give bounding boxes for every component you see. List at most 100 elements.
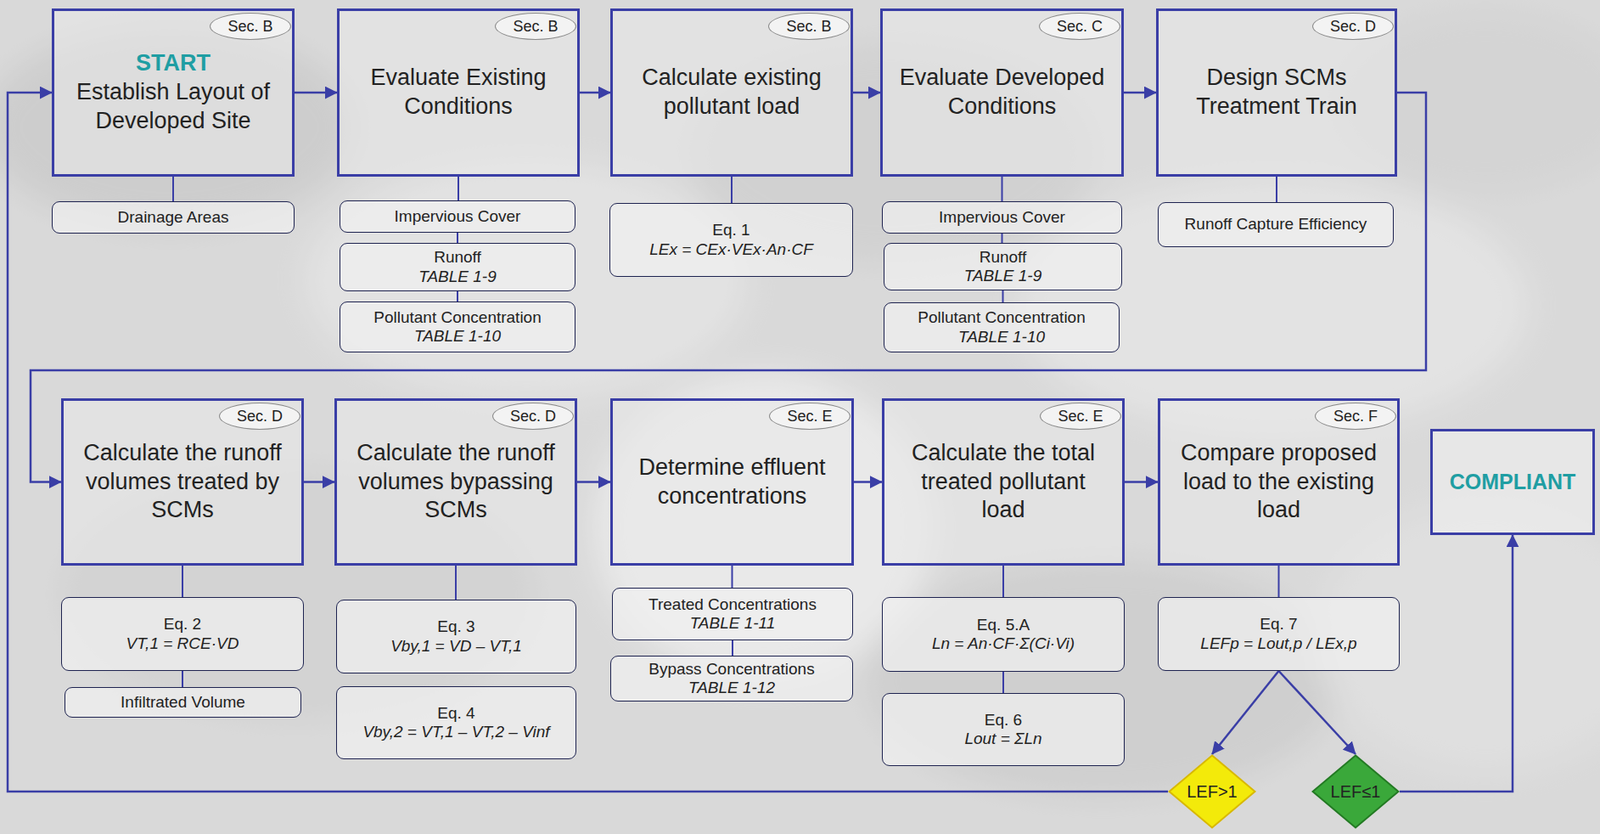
box-text: LEF>1 (1186, 781, 1237, 802)
box-text: Runoff (979, 247, 1028, 267)
box-text: COMPLIANT (1449, 469, 1577, 495)
box-text: VT,1 = RCE·VD (126, 634, 240, 653)
box-text: Sec. D (510, 408, 556, 424)
section-badge: Sec. D (218, 402, 301, 430)
box-text: LEFp = Lout,p / LEx,p (1200, 634, 1357, 653)
box-text: Eq. 7 (1259, 614, 1297, 634)
box-text: Sec. B (227, 18, 273, 34)
detail-box: Eq. 3Vby,1 = VD – VT,1 (336, 599, 577, 674)
leader-connector (181, 670, 184, 687)
box-text: Drainage Areas (117, 207, 230, 227)
box-text: Vby,2 = VT,1 – VT,2 – Vinf (362, 722, 550, 742)
section-badge: Sec. D (492, 402, 574, 430)
detail-box: Runoff Capture Efficiency (1157, 202, 1394, 248)
leader-connector (456, 232, 459, 243)
box-text: TABLE 1-9 (418, 267, 497, 287)
box-text: LEF≤1 (1330, 781, 1382, 802)
detail-box: Eq. 1LEx = CEx·VEx·An·CF (609, 202, 854, 277)
detail-box: RunoffTABLE 1-9 (339, 242, 576, 292)
box-text: Sec. E (786, 408, 832, 424)
leader-connector (454, 565, 457, 600)
flow-arrow (294, 91, 337, 95)
box-text: TABLE 1-12 (688, 678, 775, 697)
box-text: Impervious Cover (938, 207, 1066, 227)
box-text: Ln = An·CF·Σ(Ci·Vi) (931, 634, 1075, 653)
flow-arrow (1124, 480, 1158, 483)
flow-arrow (853, 91, 881, 95)
box-text: Lout = ΣLn (964, 729, 1042, 748)
box-text: Sec. D (1330, 18, 1376, 34)
box-text: Runoff (433, 247, 482, 267)
section-badge: Sec. F (1314, 402, 1397, 430)
leader-connector (1002, 290, 1005, 303)
process-box: Compare proposed load to the existing lo… (1157, 398, 1400, 566)
box-text: Compare proposed load to the existing lo… (1173, 438, 1384, 525)
detail-box: Eq. 5.ALn = An·CF·Σ(Ci·Vi) (881, 596, 1125, 672)
section-badge: Sec. B (494, 12, 577, 40)
box-text: Design SCMs Treatment Train (1172, 63, 1382, 122)
box-text: Sec. C (1056, 18, 1103, 34)
box-text: TABLE 1-9 (964, 266, 1043, 286)
leader-connector (1001, 176, 1004, 202)
process-box: Design SCMs Treatment Train Sec. D (1156, 8, 1398, 177)
process-box: Determine effluent concentrationsSec. E (610, 398, 854, 566)
box-text: TABLE 1-11 (690, 613, 776, 633)
box-text: START (135, 49, 211, 79)
box-text: Treated Concentrations (648, 595, 817, 614)
section-badge: Sec. E (769, 402, 851, 430)
process-box: STARTEstablish Layout of Developed SiteS… (51, 8, 295, 177)
section-badge: Sec. D (1312, 12, 1394, 40)
flow-arrow (579, 91, 611, 95)
box-text: Sec. E (1057, 408, 1103, 424)
process-box: Calculate the runoff volumes bypassing S… (334, 398, 578, 566)
detail-box: Drainage Areas (51, 201, 295, 234)
box-text: Calculate the runoff volumes bypassing S… (350, 438, 562, 525)
box-text: Sec. D (236, 408, 283, 424)
leader-connector (1002, 671, 1005, 693)
box-text: Eq. 2 (163, 614, 202, 634)
flow-arrow (1399, 534, 1513, 792)
flow-arrow (303, 480, 335, 483)
detail-box: Impervious Cover (881, 201, 1123, 234)
process-box: Calculate existing pollutant loadSec. B (610, 8, 854, 177)
diamond-shape (1313, 755, 1399, 828)
decision-diamond: LEF>1 (1167, 753, 1257, 829)
process-box: Evaluate Existing Conditions Sec. B (336, 8, 580, 177)
leader-connector (1275, 176, 1278, 203)
box-text: Calculate the runoff volumes treated by … (77, 438, 288, 525)
section-badge: Sec. C (1038, 12, 1121, 40)
box-text: Eq. 6 (984, 710, 1022, 730)
process-box: Calculate the runoff volumes treated by … (61, 398, 304, 566)
box-text: Bypass Concentrations (648, 659, 815, 679)
box-text: TABLE 1-10 (958, 327, 1045, 347)
section-badge: Sec. E (1039, 402, 1122, 430)
detail-box: Pollutant ConcentrationTABLE 1-10 (883, 302, 1120, 353)
box-text: Pollutant Concentration (917, 308, 1086, 327)
flow-arrow (1279, 670, 1357, 754)
detail-box: Treated ConcentrationsTABLE 1-11 (611, 587, 854, 640)
box-text: Evaluate Existing Conditions (353, 63, 564, 122)
box-text: Sec. B (785, 18, 831, 34)
decision-diamond: LEF≤1 (1311, 753, 1400, 829)
leader-connector (457, 176, 460, 201)
box-text: Eq. 3 (437, 617, 475, 636)
box-text: Impervious Cover (394, 207, 522, 226)
terminal-box: COMPLIANT (1430, 428, 1595, 535)
box-text: LEx = CEx·VEx·An·CF (649, 240, 814, 259)
box-text: Calculate the total treated pollutant lo… (898, 438, 1109, 525)
leader-connector (172, 176, 175, 202)
box-text: Vby,1 = VD – VT,1 (390, 636, 523, 656)
detail-box: Bypass ConcentrationsTABLE 1-12 (610, 655, 854, 702)
detail-box: Impervious Cover (339, 200, 576, 233)
box-text: Eq. 5.A (976, 615, 1030, 635)
box-text: Eq. 4 (437, 703, 475, 723)
leader-connector (1001, 233, 1004, 243)
leader-connector (181, 565, 184, 597)
detail-box: Eq. 6Lout = ΣLn (881, 692, 1125, 766)
process-box: Calculate the total treated pollutant lo… (881, 398, 1125, 566)
detail-box: Eq. 2VT,1 = RCE·VD (61, 596, 304, 671)
box-text: Runoff Capture Efficiency (1184, 214, 1368, 234)
section-badge: Sec. B (768, 12, 850, 40)
